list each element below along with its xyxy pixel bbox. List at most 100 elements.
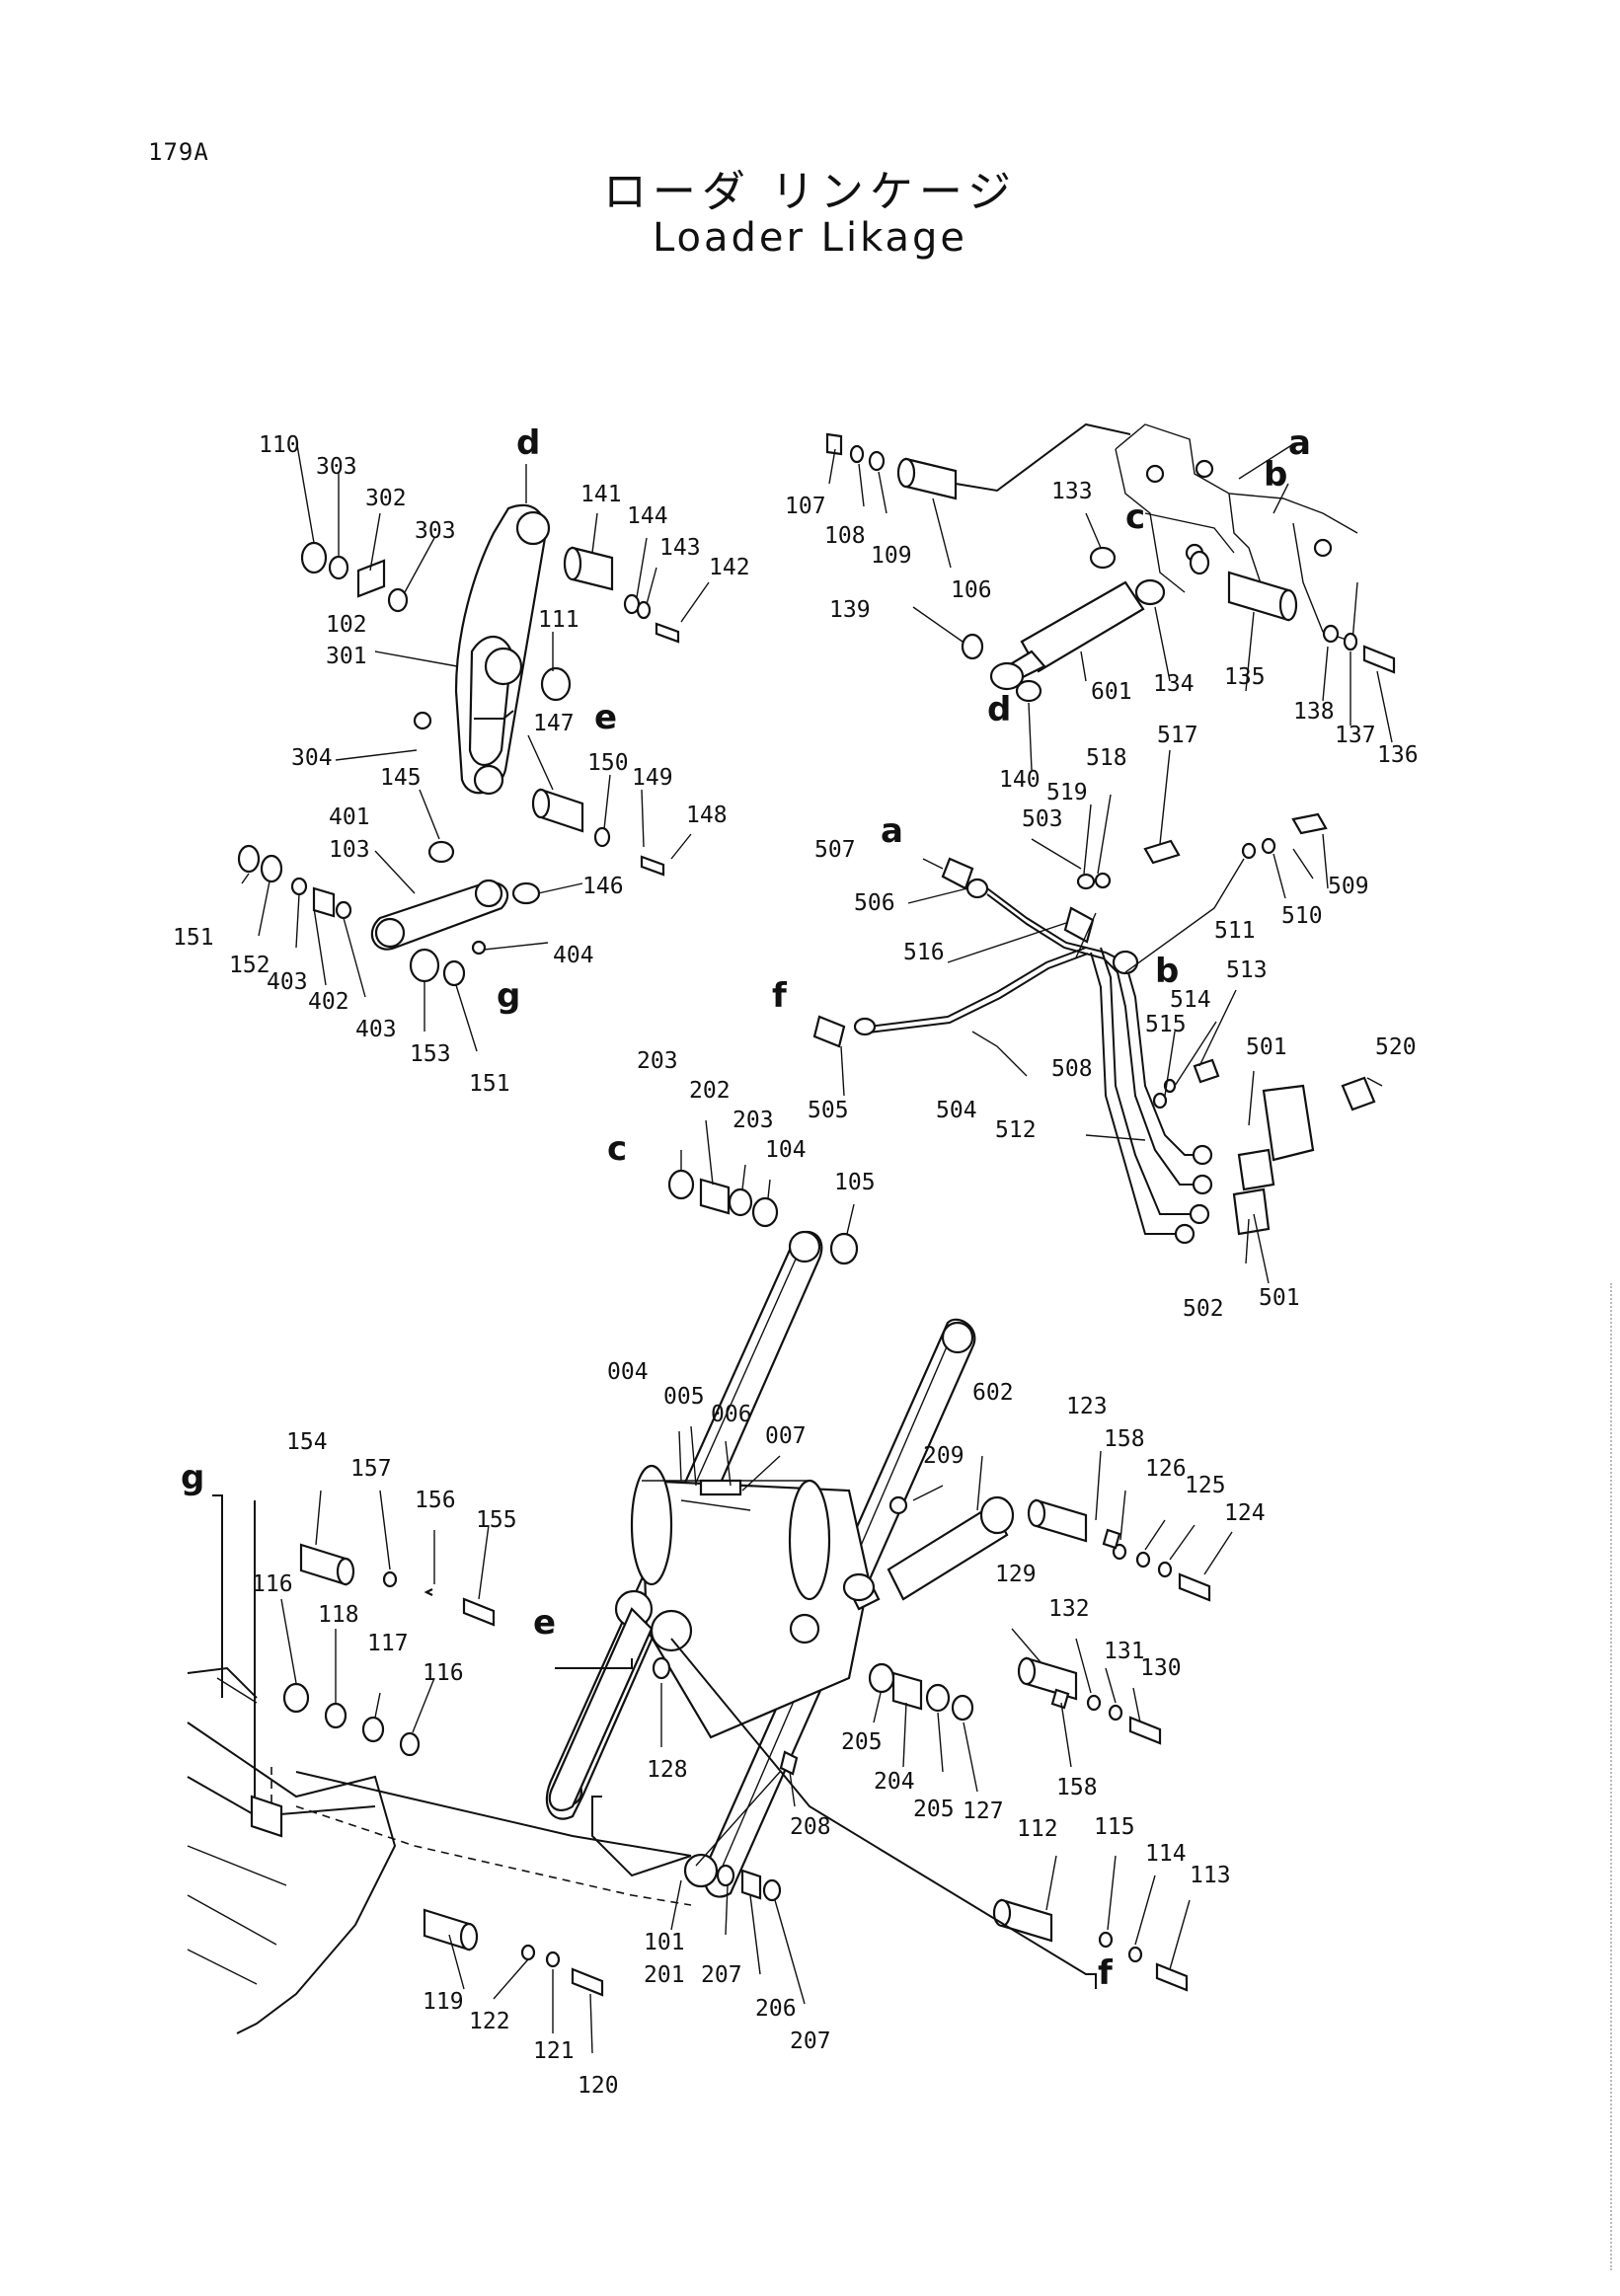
part-label: 131 [1104,1639,1145,1664]
part-label: 122 [469,2009,510,2034]
part-label: 111 [538,607,579,633]
part-label: 158 [1104,1426,1145,1452]
part-label: 520 [1375,1034,1417,1060]
part-label: 403 [355,1017,397,1042]
part-label: 137 [1335,723,1376,748]
part-label: 106 [951,577,992,603]
part-label: 404 [553,943,594,968]
loader-boom-group [187,1119,1233,2054]
part-label: 401 [329,804,370,830]
part-label: 303 [316,454,357,480]
part-label: 510 [1281,903,1323,929]
callout-a-top: a [1288,423,1311,463]
part-label: 004 [607,1359,649,1385]
callout-g-bottom: g [181,1458,204,1497]
part-label: 505 [808,1098,849,1123]
part-label: 125 [1185,1473,1226,1498]
part-label: 506 [854,890,895,916]
part-label: 507 [814,837,856,863]
callout-b-top: b [1264,455,1287,495]
part-label: 203 [733,1108,774,1133]
callout-d-top: d [516,423,540,463]
part-label: 207 [790,2028,831,2054]
part-label: 519 [1046,780,1088,805]
part-label: 005 [663,1384,705,1410]
part-label: 127 [963,1799,1004,1824]
part-label: 149 [632,765,673,791]
callout-d-cyl: d [987,690,1011,729]
callout-letters: a b c d e g d a b f c g e f [181,423,1311,1993]
part-label: 113 [1190,1863,1231,1888]
part-label: 128 [647,1757,688,1783]
part-label: 140 [999,767,1041,793]
part-label: 136 [1377,742,1419,768]
part-label: 141 [580,482,622,507]
part-label: 139 [829,597,871,623]
part-label: 155 [476,1507,517,1533]
part-label: 503 [1022,806,1063,832]
part-label: 303 [415,518,456,544]
part-label: 209 [923,1443,964,1469]
part-number-labels: 110 303 302 303 102 301 304 141 144 143 … [173,432,1419,2099]
part-label: 206 [755,1996,797,2022]
callout-e-bottom: e [533,1603,556,1643]
part-label: 110 [259,432,300,458]
part-label: 145 [380,765,422,791]
part-label: 151 [469,1071,510,1097]
part-label: 117 [367,1631,409,1656]
part-label: 403 [267,969,308,995]
part-label: 130 [1140,1655,1182,1681]
part-label: 108 [824,523,866,549]
part-label: 512 [995,1117,1037,1143]
part-label: 513 [1226,957,1268,983]
scan-edge-marks [1608,1283,1612,2270]
callout-g-mid: g [497,976,520,1016]
part-label: 156 [415,1488,456,1513]
part-label: 202 [689,1078,731,1104]
part-label: 208 [790,1814,831,1840]
part-label: 148 [686,803,728,828]
part-label: 115 [1094,1814,1135,1840]
part-label: 126 [1145,1456,1187,1482]
part-label: 133 [1051,479,1093,504]
part-label: 143 [659,535,701,561]
part-label: 301 [326,644,367,669]
part-label: 204 [874,1769,915,1795]
callout-c-top: c [1125,497,1145,537]
part-label: 112 [1017,1816,1058,1842]
part-label: 501 [1259,1285,1300,1311]
part-label: 121 [533,2038,575,2064]
callout-f-bottom: f [1098,1953,1114,1993]
part-label: 201 [644,1962,685,1988]
part-label: 116 [423,1660,464,1686]
part-label: 205 [841,1729,883,1755]
part-label: 006 [711,1402,752,1427]
part-label: 105 [834,1170,876,1195]
part-label: 150 [587,750,629,776]
part-label: 135 [1224,664,1266,690]
part-label: 104 [765,1137,807,1163]
part-label: 142 [709,555,750,580]
part-label: 304 [291,745,333,771]
page-title-japanese: ローダ リンケージ [602,167,1018,217]
part-label: 118 [318,1602,359,1628]
callout-b-mid: b [1155,952,1179,991]
part-label: 132 [1048,1596,1090,1622]
part-label: 151 [173,925,214,951]
part-label: 116 [252,1571,293,1597]
part-label: 109 [871,543,912,569]
part-label: 508 [1051,1056,1093,1082]
part-label: 502 [1183,1296,1224,1322]
part-label: 203 [637,1048,678,1074]
part-label: 205 [913,1797,955,1822]
part-label: 602 [972,1380,1014,1406]
part-label: 107 [785,494,826,519]
part-label: 157 [350,1456,392,1482]
part-label: 504 [936,1098,977,1123]
part-label: 123 [1066,1394,1108,1419]
part-label: 302 [365,486,407,511]
part-label: 134 [1153,671,1195,697]
part-label: 158 [1056,1775,1098,1800]
part-label: 102 [326,612,367,638]
